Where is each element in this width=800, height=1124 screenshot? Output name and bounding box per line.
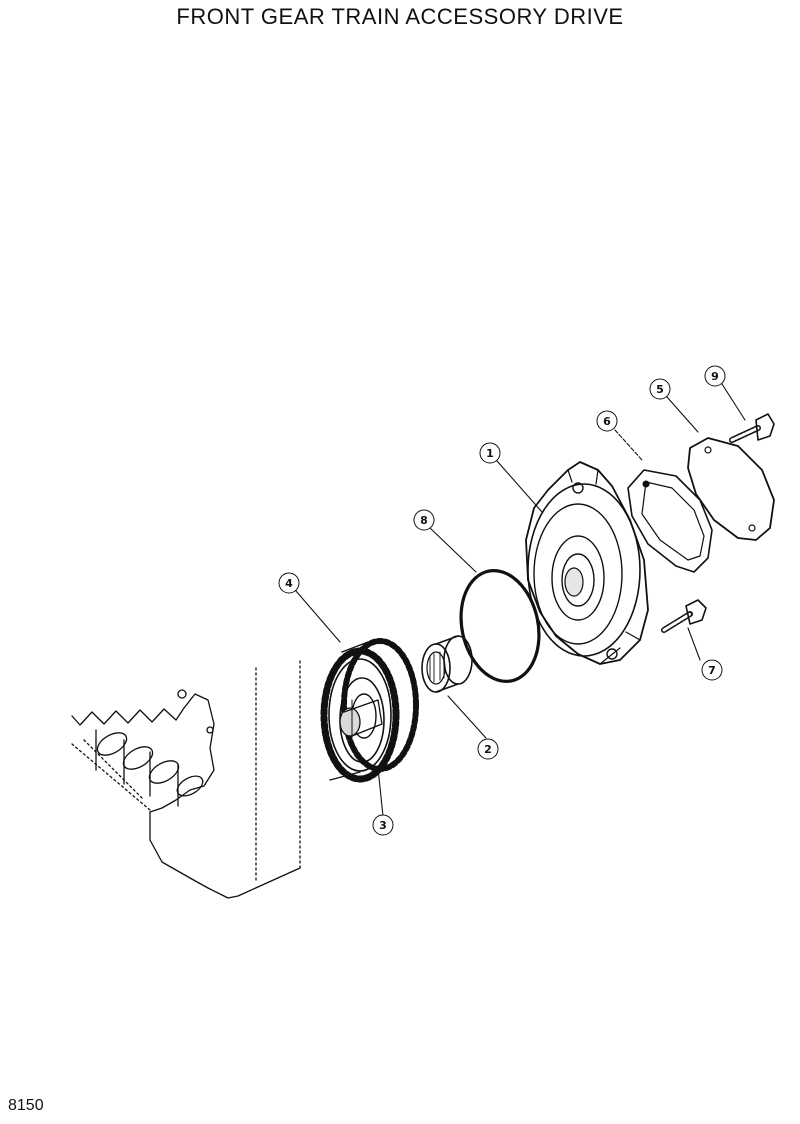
- gear-part-3-4: [320, 638, 419, 783]
- callout-3-label: 3: [379, 819, 387, 832]
- callout-8: 8: [413, 509, 435, 531]
- bolt-part-9: [729, 413, 775, 443]
- callout-5: 5: [649, 378, 671, 400]
- leader-lines: [295, 383, 746, 817]
- callout-4: 4: [278, 572, 300, 594]
- callout-6-label: 6: [603, 415, 611, 428]
- bearing-part-2: [421, 635, 473, 693]
- callout-1-label: 1: [486, 447, 494, 460]
- cover-part-5: [687, 437, 775, 541]
- callout-9: 9: [704, 365, 726, 387]
- callout-8-label: 8: [420, 514, 428, 527]
- engine-block-outline: [71, 657, 301, 899]
- callout-7-label: 7: [708, 664, 716, 677]
- page-title: FRONT GEAR TRAIN ACCESSORY DRIVE: [176, 4, 624, 29]
- bolt-part-7: [661, 599, 707, 633]
- callout-7: 7: [701, 659, 723, 681]
- callout-6: 6: [596, 410, 618, 432]
- page-code: 8150: [8, 1097, 44, 1114]
- callout-3: 3: [372, 814, 394, 836]
- housing-part-1: [525, 461, 649, 665]
- callout-2-label: 2: [484, 743, 492, 756]
- callout-5-label: 5: [656, 383, 664, 396]
- callout-4-label: 4: [285, 577, 293, 590]
- gasket-part-6: [627, 469, 713, 573]
- callout-9-label: 9: [711, 370, 719, 383]
- callout-2: 2: [477, 738, 499, 760]
- callout-1: 1: [479, 442, 501, 464]
